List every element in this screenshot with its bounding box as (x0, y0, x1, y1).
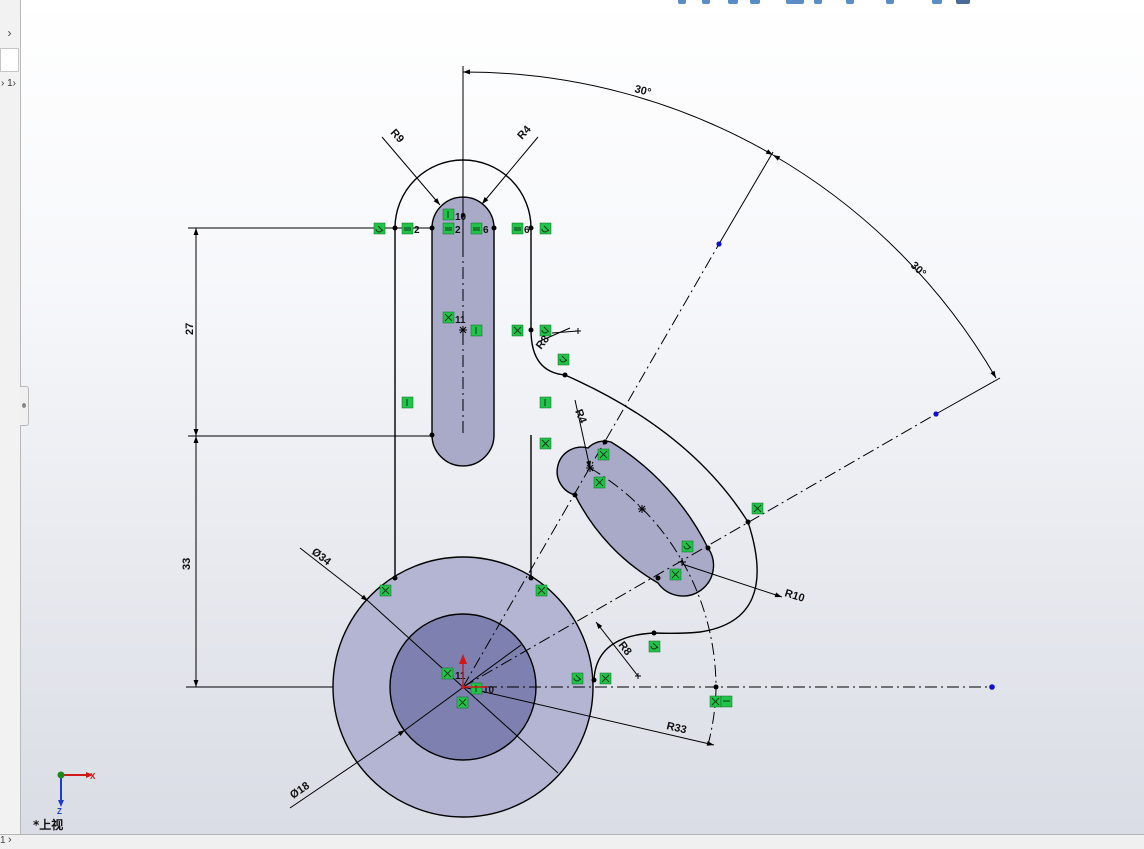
toolbar-appearance-icon[interactable] (886, 0, 894, 4)
radius-dimension-r8-lower[interactable]: R8 (616, 639, 634, 657)
radius-dimension-r10[interactable]: R10 (783, 587, 806, 604)
relation-number: 10 (483, 685, 495, 696)
angle-extension-line (718, 151, 774, 245)
center-marks (459, 326, 686, 679)
diameter-dimension-18[interactable]: Ø18 (288, 780, 312, 802)
view-orientation-label: *上视 (33, 818, 64, 832)
relation-number: 2 (414, 225, 420, 236)
pane-expand-arrow-bottom[interactable]: › (8, 834, 12, 846)
toolbar-zoom-area-icon[interactable] (702, 0, 710, 4)
triad-x-label: X (90, 772, 96, 781)
dimension-lines (186, 69, 997, 809)
linear-dimension-27[interactable]: 27 (184, 323, 196, 335)
toolbar-section-view-icon[interactable] (750, 0, 760, 4)
toolbar-view-orientation-icon[interactable] (786, 0, 804, 4)
linear-dimension-33[interactable]: 33 (181, 558, 193, 570)
pane-filter-box[interactable] (0, 48, 19, 72)
angle-extension-line-2 (935, 377, 1001, 415)
sketch-faces (332, 196, 715, 818)
status-marker: 1 (0, 835, 6, 846)
radius-dimension-r4-top[interactable]: R4 (515, 123, 534, 142)
pane-collapse-handle[interactable] (20, 386, 29, 426)
sketch-points[interactable] (392, 213, 995, 690)
toolbar-view-settings-icon[interactable] (956, 0, 970, 4)
radius-dimension-r9[interactable]: R9 (388, 127, 406, 145)
status-bar: 1 › (0, 834, 1144, 849)
sketch-origin-icon[interactable] (459, 654, 488, 689)
angle-dimension-top[interactable]: 30° (633, 83, 652, 99)
triad-z-label: Z (57, 807, 62, 816)
view-triad-icon (57, 771, 93, 807)
radius-dimension-r33[interactable]: R33 (665, 720, 687, 736)
relation-glyphs (375, 211, 762, 707)
relation-number: 11 (455, 671, 466, 682)
angle-dimension-mid[interactable]: 30° (908, 260, 928, 280)
relation-number: 6 (483, 225, 489, 236)
toolbar-zoom-icon[interactable] (678, 0, 686, 4)
relation-number: 6 (524, 225, 530, 236)
arc-slot[interactable] (556, 440, 715, 597)
toolbar-scene-icon[interactable] (932, 0, 942, 4)
relation-number: 10 (455, 212, 467, 223)
toolbar-display-style-icon[interactable] (814, 0, 822, 4)
toolbar-previous-view-icon[interactable] (728, 0, 738, 4)
pane-expand-arrow[interactable]: › (7, 26, 12, 40)
outer-profile[interactable] (394, 159, 758, 681)
toolbar-hide-show-icon[interactable] (846, 0, 854, 4)
feature-tree-item[interactable]: › 1› (1, 78, 16, 89)
heads-up-toolbar (676, 0, 986, 8)
relation-number: 11 (455, 315, 466, 326)
radius-dimension-r4-slot[interactable]: R4 (572, 408, 589, 426)
relation-number: 2 (455, 225, 461, 236)
